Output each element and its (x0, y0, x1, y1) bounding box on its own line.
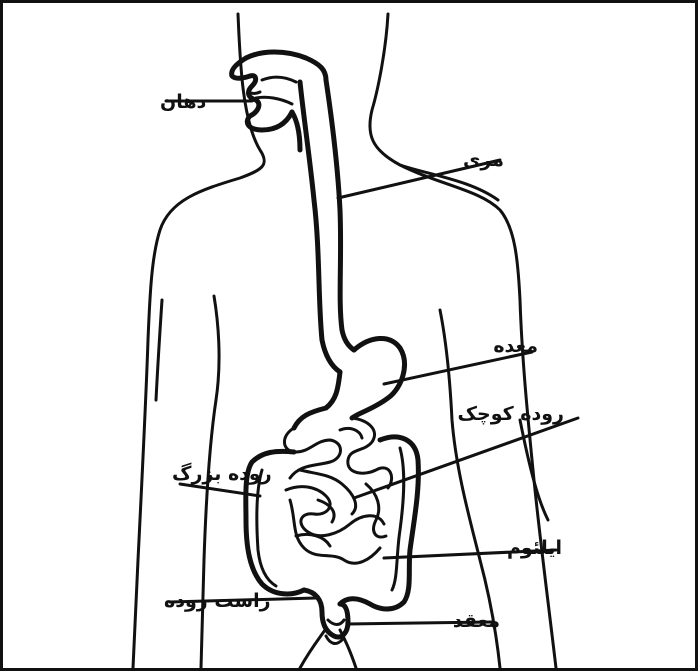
labels: دهان مری معده روده کوچک روده بزرگ ایلئوم… (160, 91, 564, 632)
label-large-intestine: روده بزرگ (172, 462, 272, 485)
label-small-intestine: روده کوچک (458, 403, 564, 425)
label-stomach: معده (493, 335, 538, 357)
label-anus: معقد (453, 610, 500, 632)
label-esophagus: مری (463, 149, 504, 171)
label-mouth: دهان (160, 91, 207, 113)
label-rectum: راست روده (164, 590, 271, 612)
esophagus (300, 80, 354, 372)
label-ileum: ایلئوم (507, 537, 562, 559)
leader-small-intestine (354, 418, 578, 498)
